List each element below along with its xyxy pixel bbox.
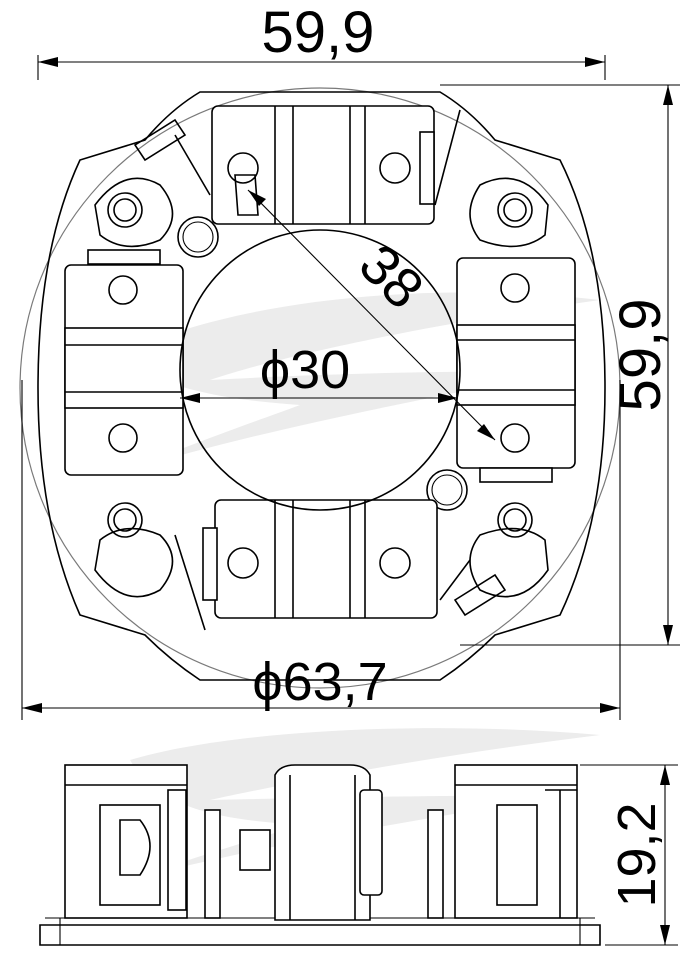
side-block-left bbox=[64, 764, 188, 919]
side-block-right bbox=[454, 764, 578, 919]
brush-box-left bbox=[64, 249, 184, 476]
mount-ear-top-right bbox=[469, 177, 549, 248]
side-block-center bbox=[239, 764, 383, 921]
side-height-dimension bbox=[580, 764, 678, 946]
base-plate bbox=[37, 91, 606, 681]
inner-bore-circle bbox=[179, 229, 461, 511]
dimension-outer-diameter: ϕ63,7 bbox=[252, 652, 387, 712]
side-view bbox=[39, 764, 601, 946]
mount-ear-bottom-left bbox=[94, 502, 174, 598]
top-view bbox=[37, 91, 606, 681]
spring-clip-top-left bbox=[133, 118, 187, 162]
dimension-height-right: 59,9 bbox=[608, 299, 673, 412]
brush-box-top bbox=[211, 105, 435, 225]
rivet-upper-left bbox=[177, 216, 219, 258]
dimension-lines bbox=[21, 55, 680, 720]
brush-box-right bbox=[456, 257, 576, 483]
dimension-inner-diameter: ϕ30 bbox=[260, 340, 350, 400]
side-base-plate bbox=[39, 924, 601, 946]
brush-box-bottom bbox=[202, 499, 438, 619]
dimension-side-height: 19,2 bbox=[607, 802, 667, 907]
spring-clip-bottom-right bbox=[453, 573, 507, 617]
mount-ear-top-left bbox=[94, 177, 174, 248]
rivet-lower-right bbox=[426, 469, 468, 511]
dimension-width-top: 59,9 bbox=[262, 0, 375, 65]
